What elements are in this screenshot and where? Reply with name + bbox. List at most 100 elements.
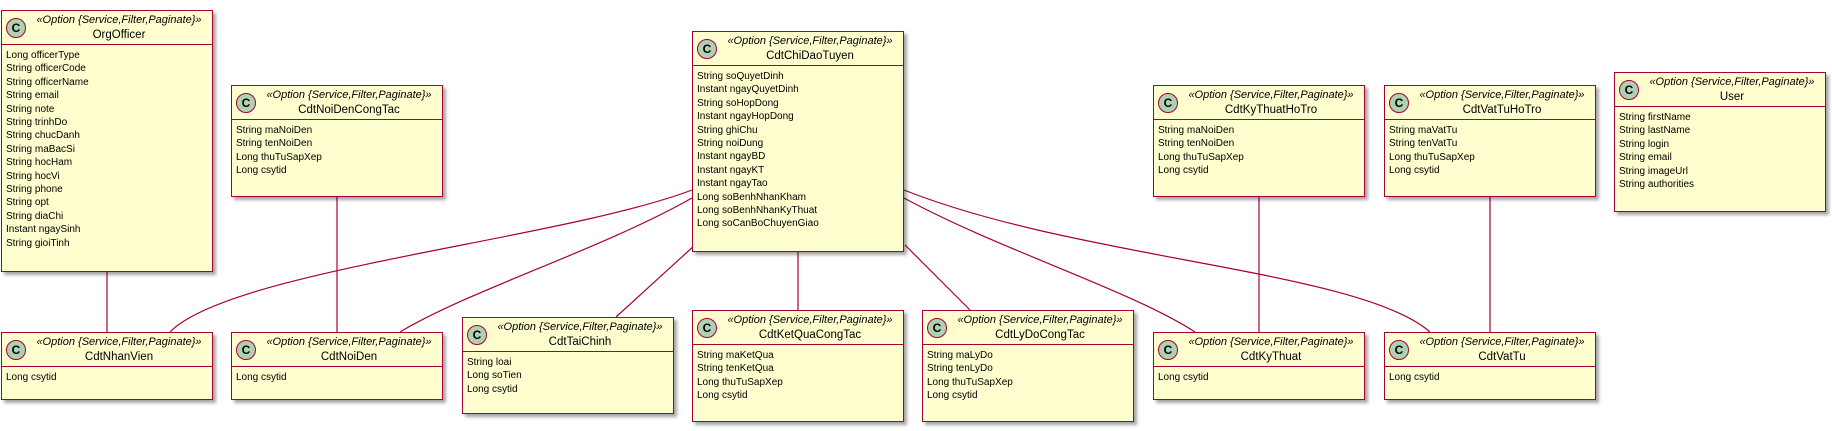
class-field: String ghiChu [697,124,758,136]
class-badge-icon: C [697,318,717,338]
class-header: C «Option {Service,Filter,Paginate}» Cdt… [1154,333,1364,367]
class-stereotype: «Option {Service,Filter,Paginate}» [1649,76,1815,88]
class-fields: String maKetQua String tenKetQua Long th… [693,345,903,405]
class-field: Instant ngayKT [697,164,765,176]
class-field: Long csytid [236,372,287,383]
class-field: String tenKetQua [697,363,774,375]
class-field: Long csytid [927,390,978,402]
class-cdtkythuat: C «Option {Service,Filter,Paginate}» Cdt… [1153,332,1365,400]
class-field: String diaChi [6,210,64,222]
class-field: String hocHam [6,157,73,169]
class-name: CdtNoiDenCongTac [298,104,400,116]
class-field: String email [6,90,59,102]
class-cdtnhanvien: C «Option {Service,Filter,Paginate}» Cdt… [1,332,213,400]
class-cdtvattuhotro: C «Option {Service,Filter,Paginate}» Cdt… [1384,85,1596,197]
class-field: String hocVi [6,170,60,182]
class-header: C «Option {Service,Filter,Paginate}» Cdt… [1154,86,1364,120]
class-field: Long csytid [1389,165,1440,177]
class-field: String loai [467,357,512,368]
class-badge-icon: C [236,340,256,360]
class-field: Long csytid [467,383,518,395]
class-field: Long thuTuSapXep [697,376,783,388]
class-name: User [1719,91,1745,103]
class-field: String maLyDo [927,350,993,361]
class-field: String maKetQua [697,350,774,361]
class-cdtkythuathotro: C «Option {Service,Filter,Paginate}» Cdt… [1153,85,1365,197]
class-stereotype: «Option {Service,Filter,Paginate}» [36,14,202,26]
class-name: CdtTaiChinh [548,336,612,348]
class-header: C «Option {Service,Filter,Paginate}» Cdt… [232,333,442,367]
class-field: String tenNoiDen [1158,138,1235,150]
class-badge-icon: C [1389,93,1409,113]
class-field: Long csytid [697,390,748,402]
class-stereotype: «Option {Service,Filter,Paginate}» [36,336,202,348]
class-field: Long thuTuSapXep [927,376,1013,388]
class-stereotype: «Option {Service,Filter,Paginate}» [1419,336,1585,348]
class-field: String maNoiDen [236,125,313,136]
class-fields: Long csytid [2,367,212,386]
class-badge-icon: C [6,340,26,360]
class-cdtnoidencongtac: C «Option {Service,Filter,Paginate}» Cdt… [231,85,443,197]
class-field: Long soCanBoChuyenGiao [697,218,819,230]
class-field: Instant ngayQuyetDinh [697,84,799,96]
class-cdtketquacongtac: C «Option {Service,Filter,Paginate}» Cdt… [692,310,904,422]
class-field: String trinhDo [6,117,68,129]
class-field: String tenLyDo [927,363,993,375]
class-field: String officerName [6,76,89,88]
class-stereotype: «Option {Service,Filter,Paginate}» [266,89,432,101]
class-field: Instant ngayBD [697,151,766,163]
class-field: Long csytid [1158,165,1209,177]
class-field: Long thuTuSapXep [236,151,322,163]
class-fields: String soQuyetDinh Instant ngayQuyetDinh… [693,66,903,233]
class-fields: String firstName String lastName String … [1615,107,1825,193]
class-fields: Long csytid [1154,367,1364,386]
edge-chidaotuyen-cdtnoiden [399,197,693,333]
class-name: CdtVatTu [1478,351,1526,363]
class-name: CdtKetQuaCongTac [758,329,862,341]
class-header: C «Option {Service,Filter,Paginate}» Use… [1615,73,1825,107]
class-field: String chucDanh [6,130,80,142]
class-field: String maVatTu [1389,125,1458,136]
edge-chidaotuyen-cdtnhanvien [169,189,693,333]
class-cdtnoiden: C «Option {Service,Filter,Paginate}» Cdt… [231,332,443,400]
class-field: Long thuTuSapXep [1389,151,1475,163]
class-cdtvattu: C «Option {Service,Filter,Paginate}» Cdt… [1384,332,1596,400]
class-name: OrgOfficer [92,29,146,41]
class-field: Long csytid [236,165,287,177]
class-badge-icon: C [236,93,256,113]
class-orgofficer: C «Option {Service,Filter,Paginate}» Org… [1,10,213,272]
class-header: C «Option {Service,Filter,Paginate}» Cdt… [693,311,903,345]
class-field: Instant ngaySinh [6,224,81,236]
class-name: CdtKyThuat [1240,351,1302,363]
class-header: C «Option {Service,Filter,Paginate}» Cdt… [1385,86,1595,120]
class-field: String opt [6,197,49,209]
class-field: Long csytid [1389,372,1440,383]
class-fields: String maLyDo String tenLyDo Long thuTuS… [923,345,1133,405]
class-fields: Long csytid [1385,367,1595,386]
class-header: C «Option {Service,Filter,Paginate}» Cdt… [2,333,212,367]
class-field: Long soTien [467,370,522,382]
class-badge-icon: C [1619,80,1639,100]
class-field: Long soBenhNhanKyThuat [697,205,818,217]
class-field: String noiDung [697,138,764,150]
class-header: C «Option {Service,Filter,Paginate}» Cdt… [693,32,903,66]
class-name: CdtVatTuHoTro [1462,104,1542,116]
class-field: String tenVatTu [1389,138,1458,150]
class-field: String login [1619,138,1670,150]
class-fields: String maNoiDen String tenNoiDen Long th… [232,120,442,180]
class-badge-icon: C [467,325,487,345]
class-header: C «Option {Service,Filter,Paginate}» Cdt… [1385,333,1595,367]
class-stereotype: «Option {Service,Filter,Paginate}» [1419,89,1585,101]
class-field: String note [6,103,55,115]
class-field: String email [1619,152,1672,164]
class-fields: Long officerType String officerCode Stri… [2,45,212,252]
edge-chidaotuyen-cdtlydocongtac [904,244,971,311]
class-cdtchidaotuyen: C «Option {Service,Filter,Paginate}» Cdt… [692,31,904,252]
class-stereotype: «Option {Service,Filter,Paginate}» [727,35,893,47]
class-field: Long officerType [6,50,80,61]
class-field: Long thuTuSapXep [1158,151,1244,163]
class-stereotype: «Option {Service,Filter,Paginate}» [497,321,663,333]
class-name: CdtKyThuatHoTro [1224,104,1318,116]
class-field: Long soBenhNhanKham [697,191,806,203]
class-fields: String loai Long soTien Long csytid [463,352,673,398]
